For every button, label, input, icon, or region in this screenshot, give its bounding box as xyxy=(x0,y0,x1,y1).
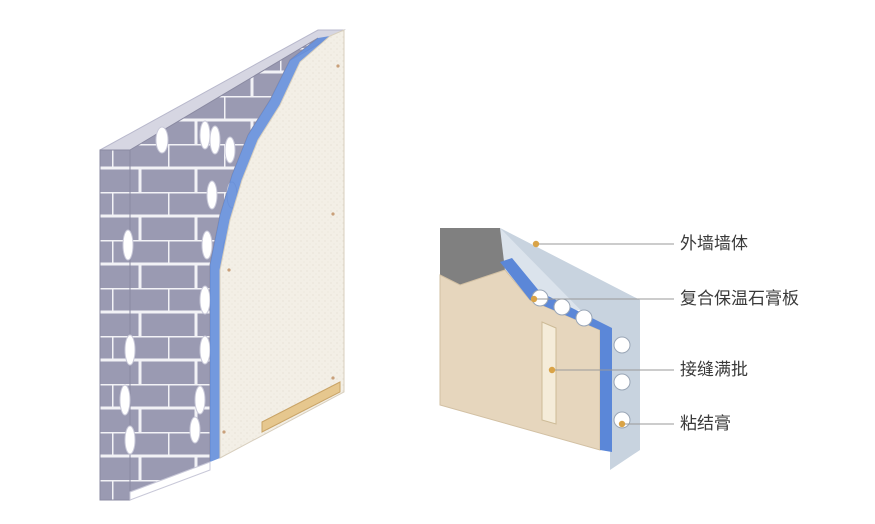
board-fasteners xyxy=(222,64,340,434)
skirting-board xyxy=(261,381,341,433)
joint-strip xyxy=(541,321,557,425)
section-insulation-band xyxy=(500,258,612,452)
callout-composite-board: 复合保温石膏板 xyxy=(680,289,799,309)
leader-dots xyxy=(530,240,626,428)
section-illustration xyxy=(439,228,640,470)
callout-exterior-wall: 外墙墙体 xyxy=(680,234,748,254)
dot-composite-board xyxy=(530,295,538,303)
dot-joint-fill xyxy=(548,366,556,374)
dot-exterior-wall xyxy=(532,240,540,248)
gray-block xyxy=(440,228,505,285)
wall-base-strip xyxy=(129,461,211,501)
dot-adhesive-plaster xyxy=(618,420,626,428)
callout-joint-fill: 接缝满批 xyxy=(680,360,748,380)
brick-wall-illustration xyxy=(99,29,346,501)
section-wall-side xyxy=(500,228,640,470)
leader-lines xyxy=(534,243,674,425)
gypsum-board-panel xyxy=(219,29,345,459)
callout-adhesive-plaster: 粘结膏 xyxy=(680,414,731,434)
